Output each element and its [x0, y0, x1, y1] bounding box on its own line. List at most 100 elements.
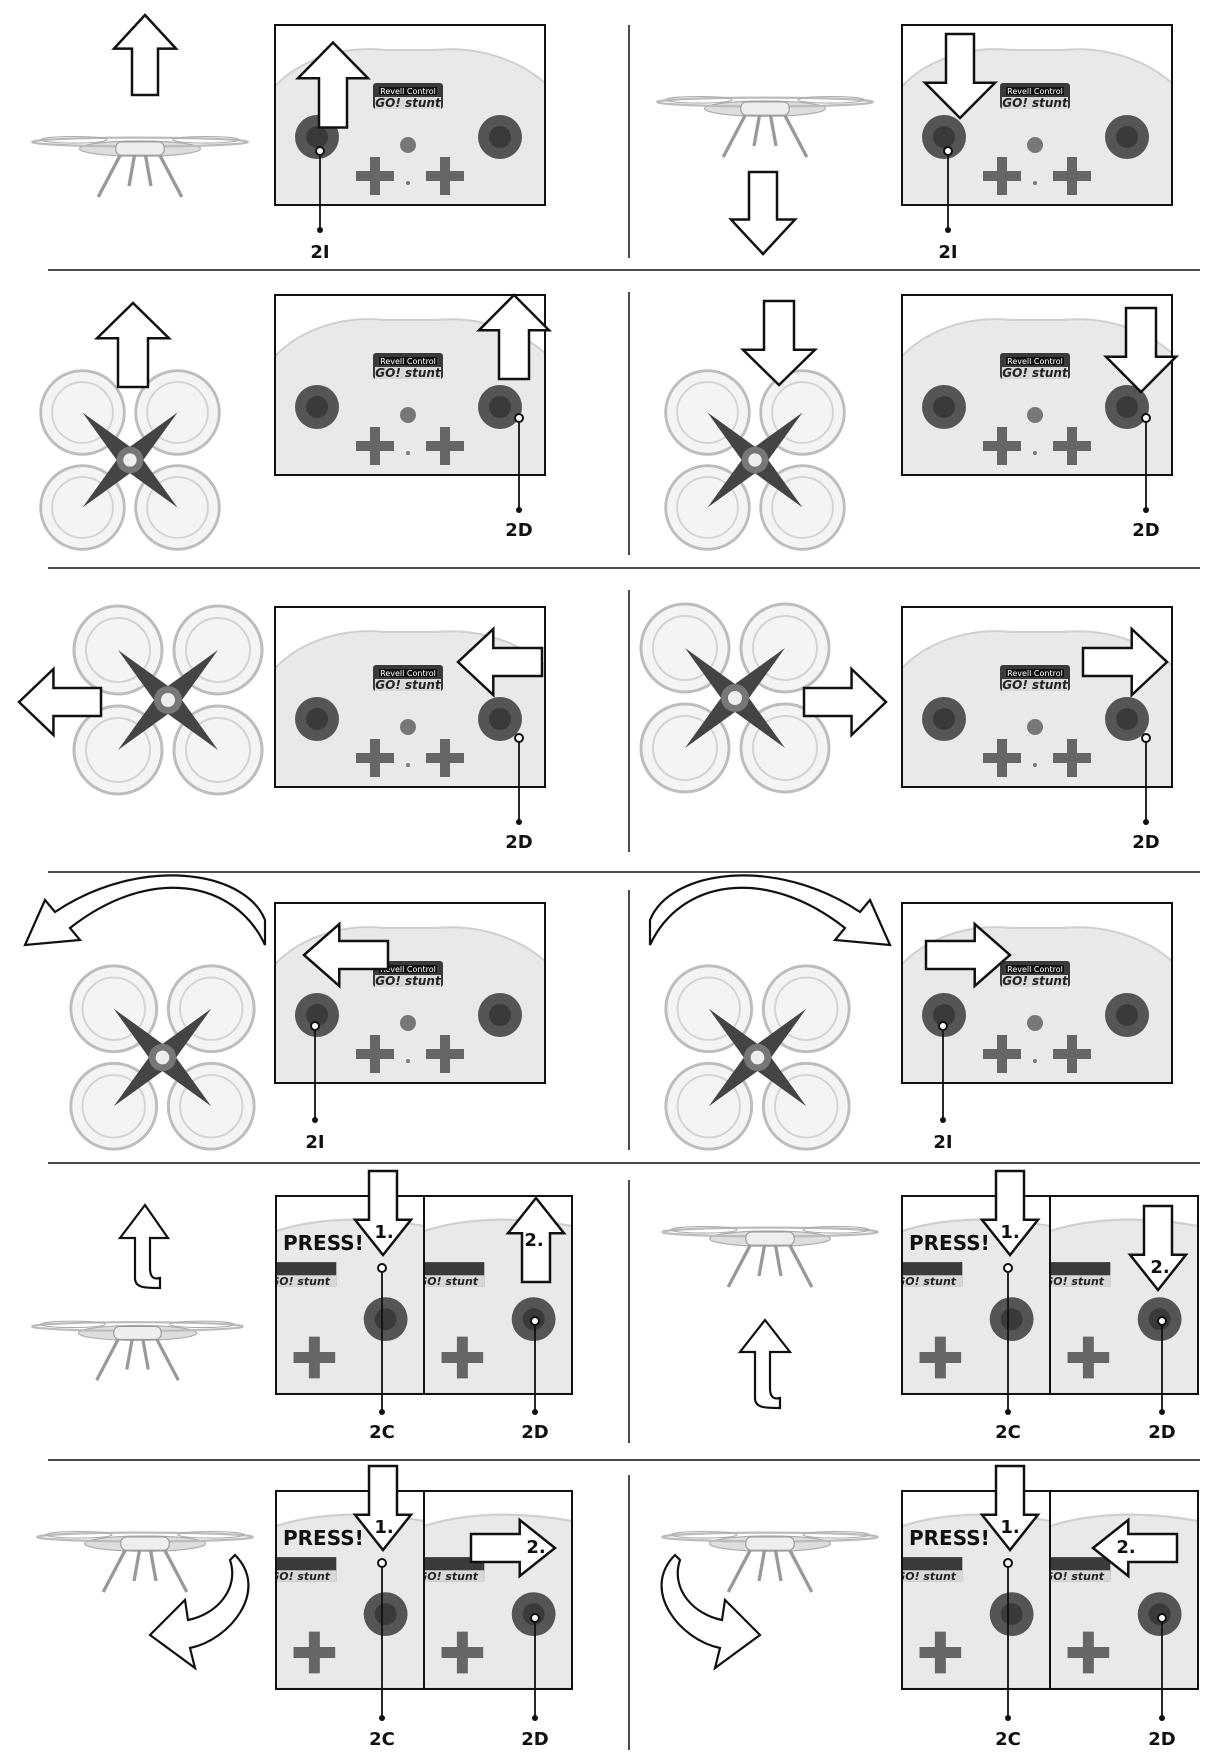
diagram-frame [901, 24, 1173, 206]
diagram-frame [901, 1490, 1199, 1690]
arrow-icon [352, 1169, 414, 1258]
arrow-icon [1090, 1517, 1179, 1579]
callout-dot [938, 1021, 948, 1031]
stick-label: 2D [1148, 1422, 1175, 1443]
callout-dot [1003, 1263, 1013, 1273]
callout-end-dot [945, 227, 951, 233]
callout-dot [310, 1021, 320, 1031]
diagram-frame [901, 606, 1173, 788]
callout-dot [514, 733, 524, 743]
step-2-label: 2. [524, 1230, 543, 1251]
arrow-icon [352, 1464, 414, 1553]
callout-end-dot [516, 507, 522, 513]
callout-dot [1157, 1613, 1167, 1623]
arrow-icon [802, 666, 888, 738]
arrow-icon [111, 13, 179, 97]
stick-label: 2D [1132, 832, 1159, 853]
flip-arrow-icon [148, 1553, 250, 1671]
callout-end-dot [317, 227, 323, 233]
flip-arrow-icon [117, 1203, 171, 1290]
press-label: PRESS! [909, 1526, 990, 1550]
diagram-frame [274, 902, 546, 1084]
callout-dot [315, 146, 325, 156]
flip-arrow-icon [737, 1318, 793, 1410]
drone-top-view-icon [664, 369, 846, 551]
button-label: 2C [995, 1729, 1021, 1750]
flip-arrow-icon [660, 1553, 762, 1671]
callout-dot [1141, 413, 1151, 423]
callout-dot [1141, 733, 1151, 743]
remote-controller-half-icon [424, 1218, 572, 1394]
callout-end-dot [1143, 819, 1149, 825]
step-2-label: 2. [1150, 1257, 1169, 1278]
drone-top-view-icon [664, 964, 851, 1151]
callout-end-dot [379, 1715, 385, 1721]
callout-dot [1157, 1316, 1167, 1326]
callout-dot [1003, 1558, 1013, 1568]
drone-side-view-icon [660, 1224, 880, 1289]
callout-end-dot [1159, 1715, 1165, 1721]
arrow-icon [469, 1517, 558, 1579]
drone-side-view-icon [30, 1319, 245, 1382]
arrow-icon [475, 293, 553, 381]
drone-side-view-icon [655, 94, 875, 159]
diagram-frame [274, 606, 546, 788]
arrow-icon [1127, 1204, 1189, 1293]
arrow-icon [456, 626, 544, 698]
drone-side-view-icon [35, 1529, 255, 1594]
callout-end-dot [532, 1409, 538, 1415]
diagram-frame [275, 1195, 573, 1395]
stick-label: 2D [1132, 520, 1159, 541]
step-2-label: 2. [526, 1537, 545, 1558]
drone-top-view-icon [39, 369, 221, 551]
callout-dot [514, 413, 524, 423]
button-label: 2C [995, 1422, 1021, 1443]
callout-dot [377, 1558, 387, 1568]
press-label: PRESS! [909, 1231, 990, 1255]
remote-controller-half-icon [1050, 1218, 1198, 1394]
drone-side-view-icon [30, 134, 250, 199]
arrow-icon [924, 921, 1012, 989]
arrow-icon [739, 299, 819, 387]
drone-side-view-icon [660, 1529, 880, 1594]
step-1-label: 1. [1000, 1222, 1019, 1243]
stick-label: 2D [521, 1422, 548, 1443]
stick-label: 2I [310, 242, 329, 263]
stick-label: 2I [305, 1132, 324, 1153]
callout-end-dot [1005, 1715, 1011, 1721]
drone-top-view-icon [639, 602, 831, 794]
stick-label: 2D [505, 832, 532, 853]
drone-top-view-icon [69, 964, 256, 1151]
callout-dot [943, 146, 953, 156]
arrow-icon [1102, 306, 1180, 394]
callout-end-dot [532, 1715, 538, 1721]
button-label: 2C [369, 1729, 395, 1750]
step-2-label: 2. [1116, 1537, 1135, 1558]
remote-controller-icon [902, 48, 1172, 205]
arrow-icon [728, 170, 798, 256]
arrow-icon [1081, 626, 1169, 698]
stick-label: 2D [505, 520, 532, 541]
arrow-icon [921, 32, 999, 120]
diagram-frame [901, 294, 1173, 476]
button-label: 2C [369, 1422, 395, 1443]
step-1-label: 1. [374, 1222, 393, 1243]
arrow-icon [93, 301, 173, 389]
arrow-icon [295, 40, 371, 129]
callout-dot [530, 1316, 540, 1326]
callout-dot [530, 1613, 540, 1623]
stick-label: 2I [933, 1132, 952, 1153]
callout-end-dot [379, 1409, 385, 1415]
arrow-icon [979, 1464, 1041, 1553]
press-label: PRESS! [283, 1526, 364, 1550]
arrow-icon [979, 1169, 1041, 1258]
step-1-label: 1. [374, 1517, 393, 1538]
arrow-icon [505, 1195, 567, 1284]
curved-arrow-icon [23, 874, 267, 947]
stick-label: 2I [938, 242, 957, 263]
curved-arrow-icon [648, 874, 892, 947]
stick-label: 2D [1148, 1729, 1175, 1750]
callout-end-dot [1159, 1409, 1165, 1415]
press-label: PRESS! [283, 1231, 364, 1255]
